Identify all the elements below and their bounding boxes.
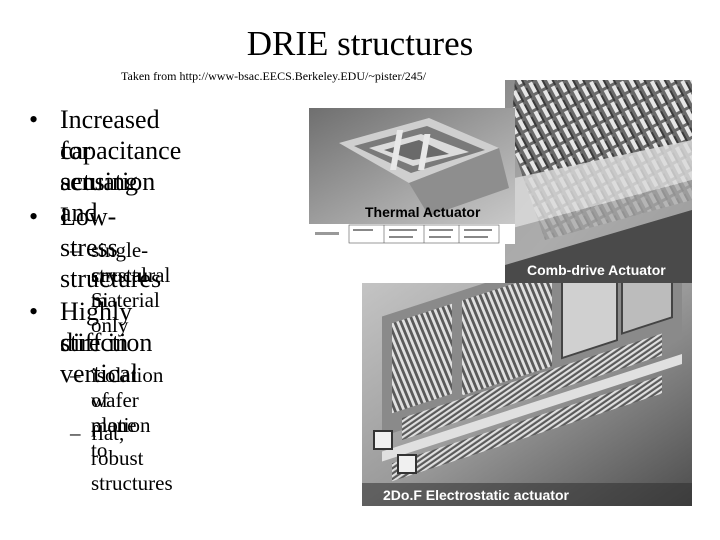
thermal-caption: Thermal Actuator [365,204,481,220]
thermal-actuator-photo: Thermal Actuator [309,108,515,244]
bullet-line: Highly stiff in vertical [60,297,138,388]
sub-bullet-line: structural material [91,263,171,312]
bullet-mark: • [29,105,39,134]
bullet-mark: • [29,297,39,326]
bullet-mark: • [29,202,39,231]
bullet-line: sensing [60,167,138,196]
sub-bullet-mark: – [70,421,81,445]
bullet-line: direction [60,328,153,357]
sub-bullet-line: isolation of motion to [91,363,164,462]
comb-drive-actuator-photo: Comb-drive Actuator [505,80,692,287]
bullet-line: Low-stress structures [60,202,162,293]
electrostatic-actuator-photo: 2Do.F Electrostatic actuator [362,283,692,506]
sub-bullet-mark: – [70,363,81,387]
slide-title: DRIE structures [246,24,474,63]
electrostatic-caption: 2Do.F Electrostatic actuator [383,487,569,503]
sub-bullet-line: flat, robust structures [91,421,173,495]
sub-bullet-mark: – [70,238,81,262]
source-citation: Taken from http://www-bsac.EECS.Berkeley… [121,69,427,83]
bullet-line: Increased capacitance [60,105,182,165]
comb-drive-caption: Comb-drive Actuator [527,262,666,278]
sub-bullet-line: wafer plane [91,388,139,437]
bullet-line: for actuation and [60,136,156,227]
sub-bullet-line: single-crystal Si only [91,238,149,337]
